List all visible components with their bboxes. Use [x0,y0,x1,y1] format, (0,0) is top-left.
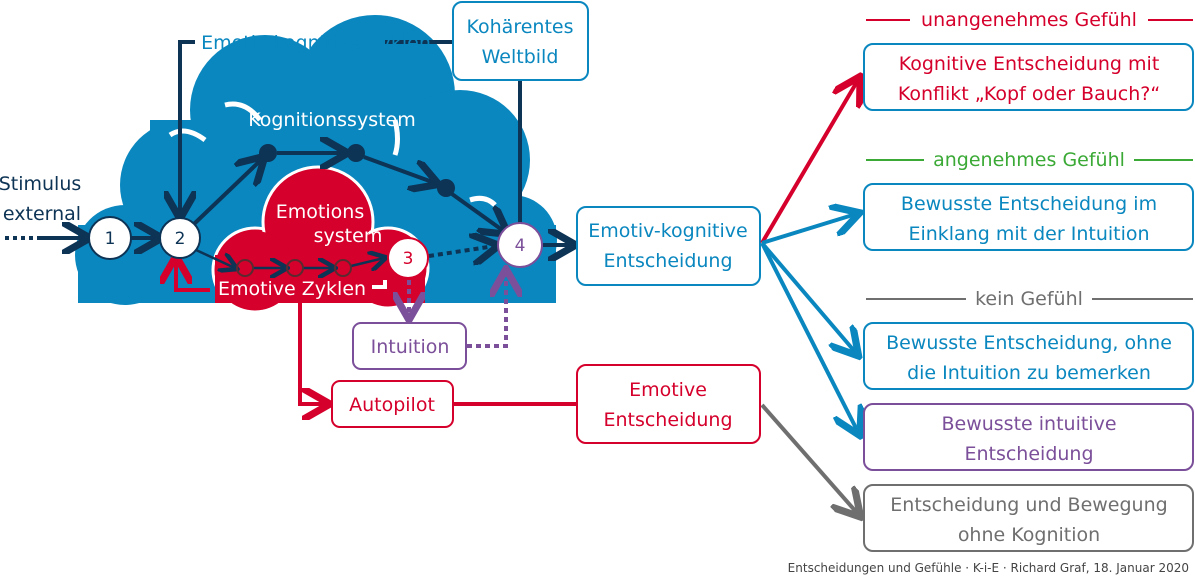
arrow-to-unnoticed [760,241,856,353]
arrow-to-conflict [760,80,858,245]
emotive-cycles-label: Emotive Zyklen [218,278,366,300]
node-3 [387,237,429,279]
outcome-no-cognition-box [863,484,1194,552]
header-no-feeling: kein Gefühl [975,288,1083,310]
intuition-box [352,322,467,370]
arrow-loop-2 [180,40,195,215]
intuition-label: Intuition [371,336,450,358]
outcome-no-cognition-label-2: ohne Kognition [958,524,1100,546]
node-2-label: 2 [175,229,186,249]
node-1-label: 1 [105,229,116,249]
outcome-harmony-label-2: Einklang mit der Intuition [908,223,1149,245]
stimulus-label: Stimulus [0,173,81,195]
emotive-cognitive-decision-box [576,206,761,286]
arrow-to-no-cognition [760,403,858,514]
outcome-harmony-label: Bewusste Entscheidung im [901,193,1157,215]
arrow-2-cognition [192,159,262,226]
node-2 [159,217,201,259]
outcome-unnoticed-box [863,322,1194,390]
emotive-decision-box [576,364,761,444]
footer-credit: Entscheidungen und Gefühle · K-i-E · Ric… [788,561,1189,575]
emotion-system-label: Emotions [276,201,364,223]
weltbild-label-2: Weltbild [482,46,559,68]
header-pleasant: angenehmes Gefühl [933,149,1125,171]
outcome-conflict-label-2: Konflikt „Kopf oder Bauch?“ [898,83,1160,105]
node-4 [497,222,543,268]
node-4-label: 4 [515,236,526,256]
outcome-intuitive-label: Bewusste intuitive [941,413,1116,435]
ek-decision-label: Emotiv-kognitive [588,220,747,242]
cloud-highlights [168,101,497,207]
node-3-label: 3 [403,249,414,269]
outcome-harmony-box [863,183,1194,251]
cognition-nodes [259,144,455,197]
outcome-intuitive-label-2: Entscheidung [964,443,1093,465]
node-1 [88,216,132,260]
outcome-unnoticed-label: Bewusste Entscheidung, ohne [886,332,1172,354]
emotive-decision-label: Emotive [629,379,707,401]
outcome-conflict-box [863,43,1194,111]
arrow-intuition-4 [467,273,506,348]
outcome-conflict-label: Kognitive Entscheidung mit [899,53,1160,75]
stimulus-label-2: external [3,203,81,225]
header-unpleasant: unangenehmes Gefühl [921,9,1137,31]
emotion-system-label-2: system [314,225,383,247]
autopilot-box [331,380,454,428]
autopilot-label: Autopilot [349,394,435,416]
outcome-intuitive-box [863,403,1194,471]
arrow-to-intuitive [760,242,858,432]
emotion-nodes [236,259,352,277]
cognition-system-label: Kognitionssystem [248,109,416,131]
arrow-to-harmony [761,214,856,245]
weltbild-box [452,1,589,81]
arrow-emotive-cycle-2 [176,260,210,292]
weltbild-label: Kohärentes [467,16,574,38]
arrow-3-4-dotted [428,246,495,256]
emotive-cognitive-cycles-label: Emotiv-kognitive Zyklen [201,32,431,54]
outcome-unnoticed-label-2: die Intuition zu bemerken [907,362,1151,384]
ek-decision-label-2: Entscheidung [603,250,732,272]
emotive-decision-label-2: Entscheidung [603,409,732,431]
arrow-to-autopilot [298,303,326,404]
outcome-no-cognition-label: Entscheidung und Bewegung [890,494,1167,516]
